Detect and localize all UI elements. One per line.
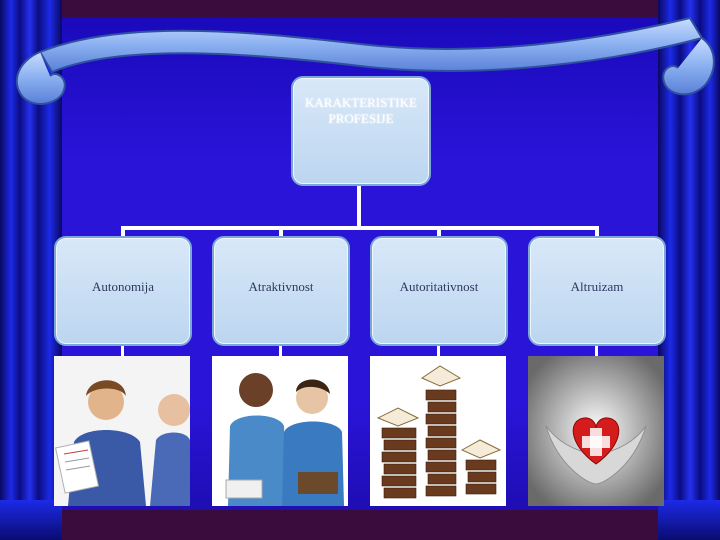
node-label: Atraktivnost <box>249 279 314 295</box>
node-autonomija: Autonomija <box>54 236 192 346</box>
root-node: KARAKTERISTIKE PROFESIJE <box>291 76 431 186</box>
nurse-with-patient-photo <box>54 356 190 506</box>
node-label: Autonomija <box>92 279 154 295</box>
hands-holding-heart-photo <box>528 356 664 506</box>
node-label: Autoritativnost <box>400 279 479 295</box>
node-autoritativnost: Autoritativnost <box>370 236 508 346</box>
root-stem <box>357 182 361 226</box>
node-altruizam: Altruizam <box>528 236 666 346</box>
stacks-of-books-photo <box>370 356 506 506</box>
horizontal-connector <box>121 226 599 230</box>
root-label: KARAKTERISTIKE PROFESIJE <box>293 95 429 127</box>
node-label: Altruizam <box>571 279 624 295</box>
bottom-frame <box>0 510 720 540</box>
two-nurses-photo <box>212 356 348 506</box>
node-atraktivnost: Atraktivnost <box>212 236 350 346</box>
